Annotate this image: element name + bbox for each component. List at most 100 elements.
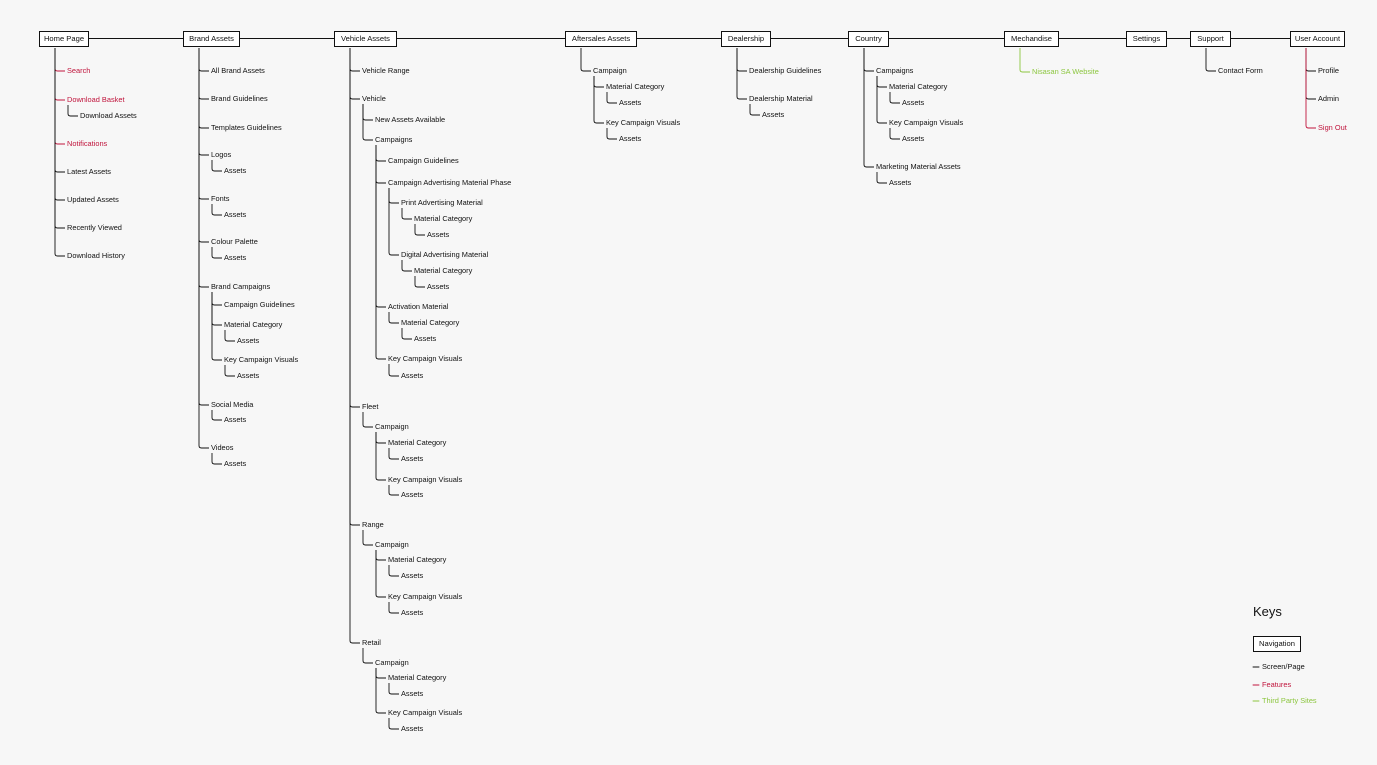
node-material-category[interactable]: Material Category — [388, 438, 447, 447]
node-recently-viewed[interactable]: Recently Viewed — [67, 223, 122, 232]
node-assets[interactable]: Assets — [224, 166, 247, 175]
node-key-campaign-visuals[interactable]: Key Campaign Visuals — [224, 355, 299, 364]
node-campaigns[interactable]: Campaigns — [375, 135, 413, 144]
node-key-campaign-visuals[interactable]: Key Campaign Visuals — [388, 475, 463, 484]
node-assets[interactable]: Assets — [401, 608, 424, 617]
node-assets[interactable]: Assets — [401, 490, 424, 499]
node-material-category[interactable]: Material Category — [414, 214, 473, 223]
node-campaigns[interactable]: Campaigns — [876, 66, 914, 75]
connector-campaign-guidelines — [375, 145, 386, 162]
node-material-category[interactable]: Material Category — [606, 82, 665, 91]
node-new-assets-available[interactable]: New Assets Available — [375, 115, 446, 124]
node-campaign-advertising-material-phase[interactable]: Campaign Advertising Material Phase — [388, 178, 512, 187]
node-assets[interactable]: Assets — [224, 415, 247, 424]
connector-print-advertising-material — [388, 188, 399, 204]
node-key-campaign-visuals[interactable]: Key Campaign Visuals — [606, 118, 681, 127]
connector-assets — [211, 453, 222, 465]
node-retail[interactable]: Retail — [362, 638, 381, 647]
node-latest-assets[interactable]: Latest Assets — [67, 167, 111, 176]
node-assets[interactable]: Assets — [619, 134, 642, 143]
connector-assets — [211, 160, 222, 172]
node-range[interactable]: Range — [362, 520, 384, 529]
node-assets[interactable]: Assets — [401, 724, 424, 733]
node-digital-advertising-material[interactable]: Digital Advertising Material — [401, 250, 489, 259]
node-fonts[interactable]: Fonts — [211, 194, 230, 203]
nav-account[interactable]: User Account — [1290, 31, 1345, 47]
node-profile[interactable]: Profile — [1318, 66, 1339, 75]
node-assets[interactable]: Assets — [401, 371, 424, 380]
node-contact-form[interactable]: Contact Form — [1218, 66, 1263, 75]
node-key-campaign-visuals[interactable]: Key Campaign Visuals — [889, 118, 964, 127]
node-print-advertising-material[interactable]: Print Advertising Material — [401, 198, 483, 207]
node-download-basket[interactable]: Download Basket — [67, 95, 125, 104]
node-brand-campaigns[interactable]: Brand Campaigns — [211, 282, 271, 291]
node-marketing-material-assets[interactable]: Marketing Material Assets — [876, 162, 961, 171]
connector-material-category — [375, 432, 386, 444]
node-assets[interactable]: Assets — [224, 210, 247, 219]
nav-brand[interactable]: Brand Assets — [183, 31, 240, 47]
node-assets[interactable]: Assets — [762, 110, 785, 119]
node-vehicle[interactable]: Vehicle — [362, 94, 386, 103]
node-social-media[interactable]: Social Media — [211, 400, 254, 409]
nav-aftersales[interactable]: Aftersales Assets — [565, 31, 637, 47]
node-campaign-guidelines[interactable]: Campaign Guidelines — [388, 156, 459, 165]
nav-home[interactable]: Home Page — [39, 31, 89, 47]
node-assets[interactable]: Assets — [224, 459, 247, 468]
node-notifications[interactable]: Notifications — [67, 139, 108, 148]
nav-support[interactable]: Support — [1190, 31, 1231, 47]
node-updated-assets[interactable]: Updated Assets — [67, 195, 119, 204]
node-assets[interactable]: Assets — [902, 98, 925, 107]
connector-range — [349, 48, 360, 526]
node-vehicle-range[interactable]: Vehicle Range — [362, 66, 410, 75]
node-fleet[interactable]: Fleet — [362, 402, 379, 411]
node-assets[interactable]: Assets — [401, 454, 424, 463]
nav-merch[interactable]: Mechandise — [1004, 31, 1059, 47]
node-campaign-guidelines[interactable]: Campaign Guidelines — [224, 300, 295, 309]
node-nisasan-sa-website[interactable]: Nisasan SA Website — [1032, 67, 1099, 76]
node-dealership-guidelines[interactable]: Dealership Guidelines — [749, 66, 822, 75]
node-all-brand-assets[interactable]: All Brand Assets — [211, 66, 265, 75]
node-admin[interactable]: Admin — [1318, 94, 1339, 103]
node-download-history[interactable]: Download History — [67, 251, 125, 260]
node-material-category[interactable]: Material Category — [224, 320, 283, 329]
node-videos[interactable]: Videos — [211, 443, 234, 452]
node-assets[interactable]: Assets — [237, 336, 260, 345]
node-key-campaign-visuals[interactable]: Key Campaign Visuals — [388, 592, 463, 601]
node-download-assets[interactable]: Download Assets — [80, 111, 137, 120]
node-assets[interactable]: Assets — [889, 178, 912, 187]
nav-vehicle[interactable]: Vehicle Assets — [334, 31, 397, 47]
node-campaign[interactable]: Campaign — [375, 422, 409, 431]
node-assets[interactable]: Assets — [401, 689, 424, 698]
node-dealership-material[interactable]: Dealership Material — [749, 94, 813, 103]
nav-dealership[interactable]: Dealership — [721, 31, 771, 47]
nav-settings[interactable]: Settings — [1126, 31, 1167, 47]
connector-key-campaign-visuals — [876, 76, 887, 124]
node-material-category[interactable]: Material Category — [401, 318, 460, 327]
node-material-category[interactable]: Material Category — [388, 673, 447, 682]
node-colour-palette[interactable]: Colour Palette — [211, 237, 258, 246]
node-material-category[interactable]: Material Category — [414, 266, 473, 275]
node-assets[interactable]: Assets — [427, 282, 450, 291]
node-campaign[interactable]: Campaign — [375, 540, 409, 549]
connector-assets — [388, 565, 399, 577]
node-assets[interactable]: Assets — [902, 134, 925, 143]
node-material-category[interactable]: Material Category — [889, 82, 948, 91]
node-assets[interactable]: Assets — [427, 230, 450, 239]
node-assets[interactable]: Assets — [401, 571, 424, 580]
node-campaign[interactable]: Campaign — [593, 66, 627, 75]
node-activation-material[interactable]: Activation Material — [388, 302, 449, 311]
node-brand-guidelines[interactable]: Brand Guidelines — [211, 94, 268, 103]
node-assets[interactable]: Assets — [237, 371, 260, 380]
nav-country[interactable]: Country — [848, 31, 889, 47]
node-search[interactable]: Search — [67, 66, 91, 75]
node-key-campaign-visuals[interactable]: Key Campaign Visuals — [388, 708, 463, 717]
node-templates-guidelines[interactable]: Templates Guidelines — [211, 123, 282, 132]
node-campaign[interactable]: Campaign — [375, 658, 409, 667]
node-assets[interactable]: Assets — [619, 98, 642, 107]
node-assets[interactable]: Assets — [414, 334, 437, 343]
node-logos[interactable]: Logos — [211, 150, 232, 159]
node-sign-out[interactable]: Sign Out — [1318, 123, 1347, 132]
node-key-campaign-visuals[interactable]: Key Campaign Visuals — [388, 354, 463, 363]
node-material-category[interactable]: Material Category — [388, 555, 447, 564]
node-assets[interactable]: Assets — [224, 253, 247, 262]
